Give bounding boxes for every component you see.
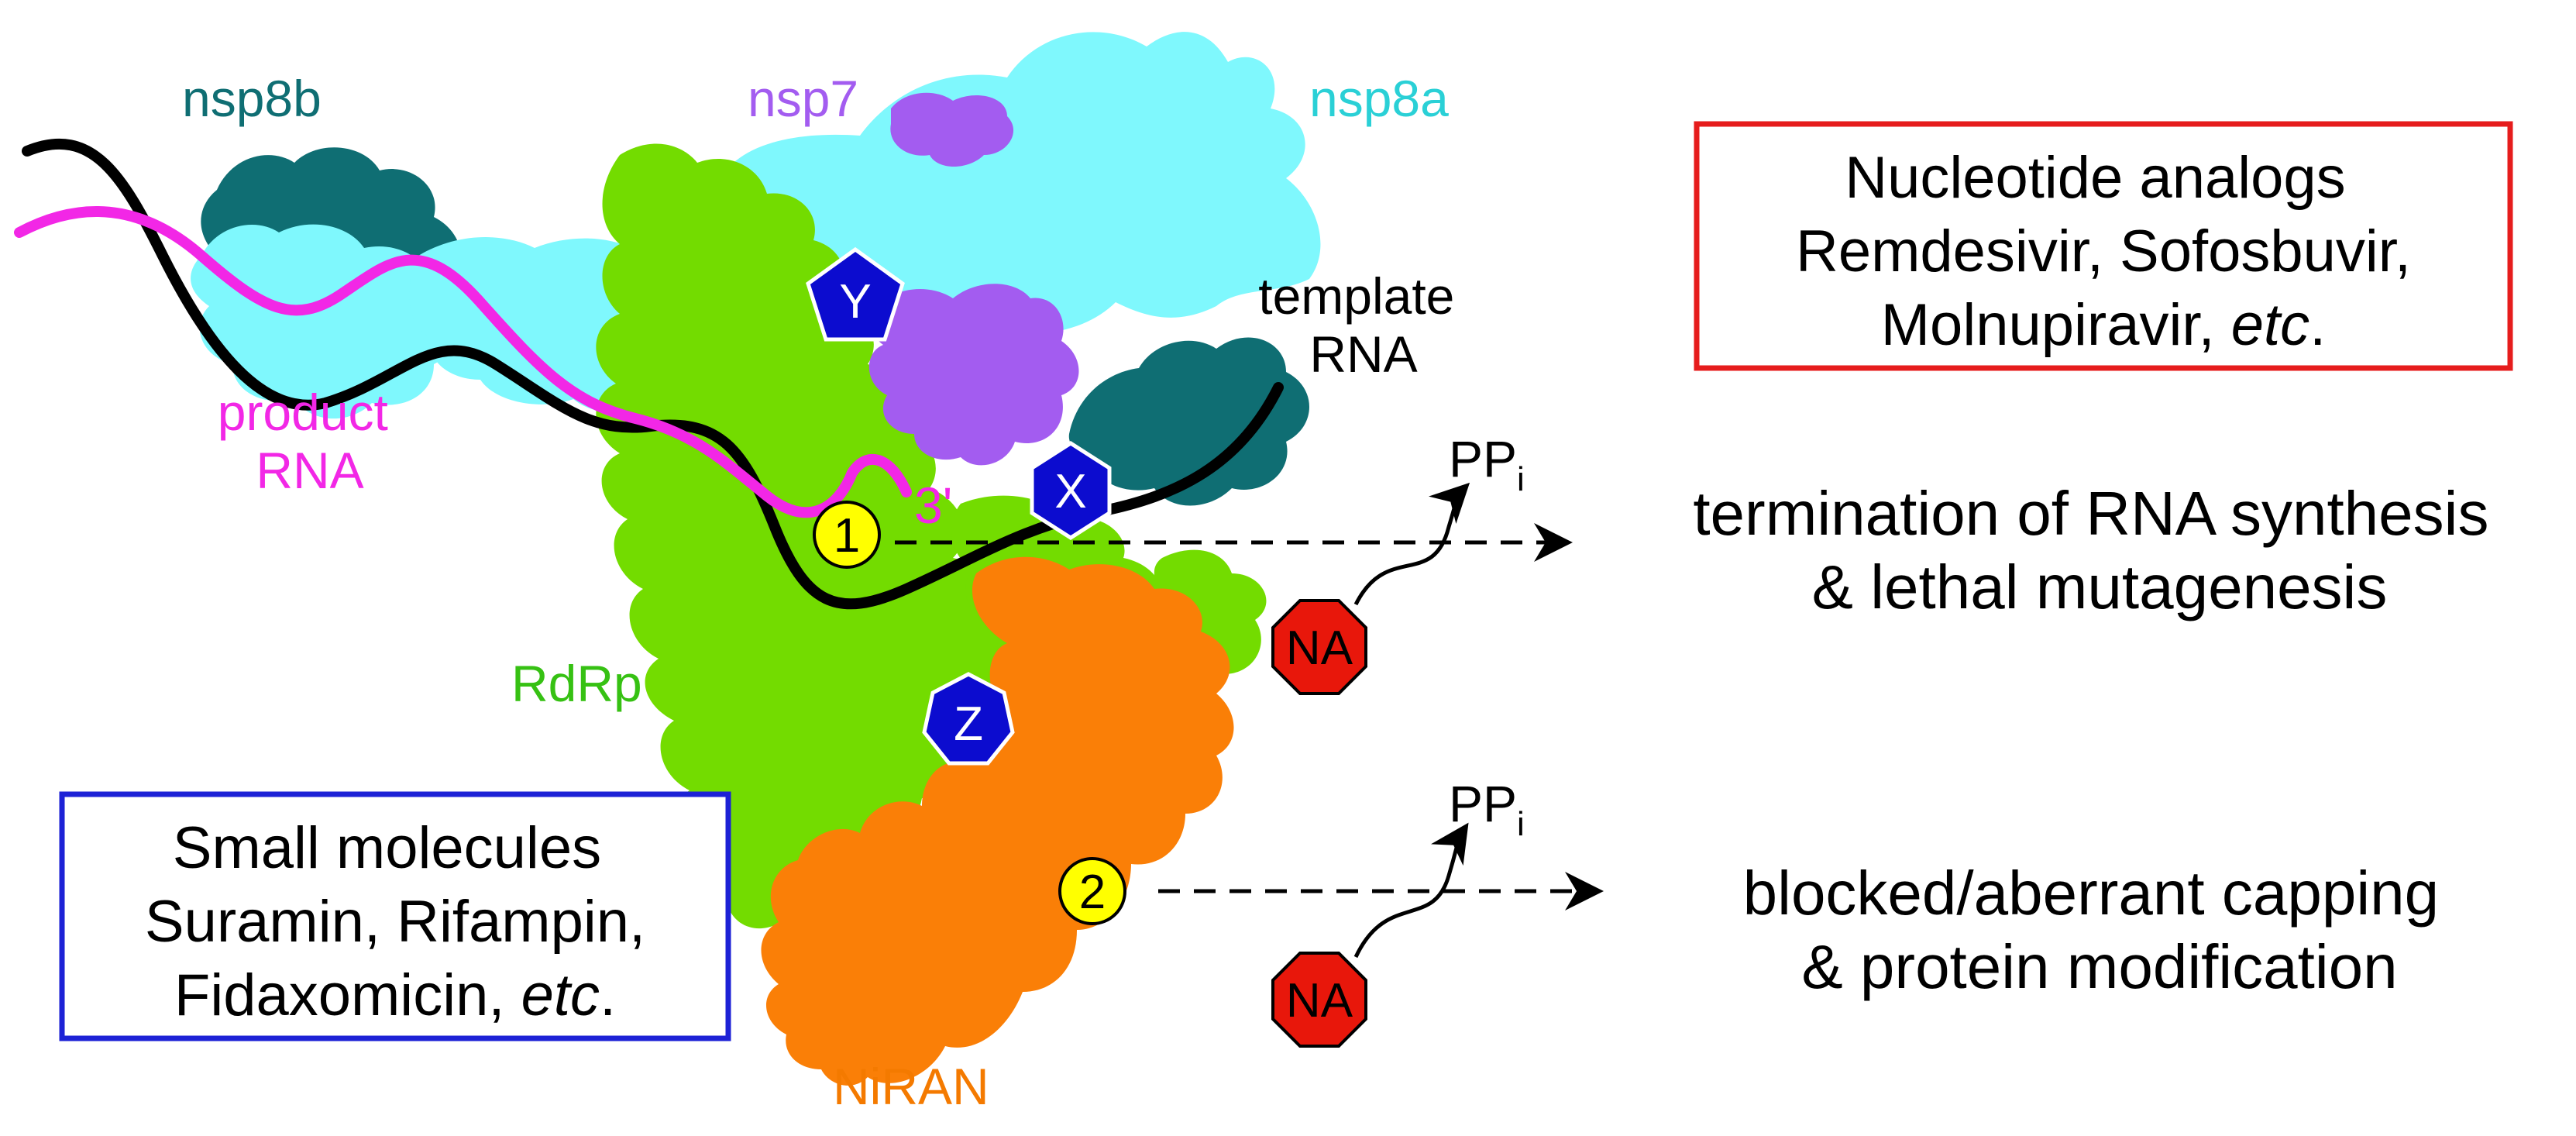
- small-molecules-box: Small molecules Suramin, Rifampin, Fidax…: [59, 791, 731, 1041]
- nsp8a-label: nsp8a: [1309, 70, 1449, 127]
- svg-text:NA: NA: [1286, 974, 1353, 1028]
- x-site-badge: X: [1030, 441, 1112, 540]
- niran-surface: [761, 556, 1234, 1086]
- rdrp-label: RdRp: [511, 655, 642, 712]
- svg-text:Molnupiravir, etc.: Molnupiravir, etc.: [1881, 292, 2326, 358]
- z-site-badge: Z: [922, 672, 1015, 766]
- nsp7-surface: [868, 284, 1079, 466]
- ppi-label-1: PPi: [1449, 430, 1525, 498]
- ppi-label-2: PPi: [1449, 775, 1525, 843]
- svg-text:Nucleotide analogs Remde: Nucleotide analogs Remdesivir, Sofosbuvi…: [1796, 145, 2411, 284]
- svg-text:X: X: [1054, 465, 1086, 518]
- site-1-marker: 1: [813, 501, 881, 569]
- niran-label: NiRAN: [833, 1058, 989, 1115]
- outcome-1-text: termination of RNA synthesis & lethal mu…: [1693, 479, 2505, 621]
- svg-text:Y: Y: [839, 275, 871, 329]
- ppi-release-curve-1: [1353, 482, 1470, 606]
- three-prime-label: 3': [914, 477, 952, 534]
- outcome-2-text: blocked/aberrant capping & protein modif…: [1743, 859, 2457, 1001]
- product-rna-strand: [14, 206, 912, 518]
- svg-text:1: 1: [834, 509, 860, 563]
- nsp8b-label: nsp8b: [182, 70, 322, 127]
- svg-text:2: 2: [1079, 866, 1106, 919]
- nsp7-label: nsp7: [748, 70, 858, 127]
- svg-text:NA: NA: [1286, 621, 1353, 675]
- svg-text:Z: Z: [954, 697, 983, 751]
- product-rna-label: product RNA: [218, 384, 402, 499]
- template-rna-label: template RNA: [1258, 267, 1468, 383]
- na-badge-2: NA: [1271, 952, 1367, 1048]
- site-2-marker: 2: [1058, 857, 1126, 925]
- nsp8b-surface-right: [1068, 337, 1309, 506]
- na-badge-1: NA: [1271, 599, 1367, 695]
- y-site-badge: Y: [806, 246, 905, 342]
- nsp7-surface-top: [890, 92, 1014, 167]
- nucleotide-analogs-box: Nucleotide analogs Remdesivir, Sofosbuvi…: [1694, 121, 2513, 371]
- ppi-release-curve-2: [1353, 822, 1469, 959]
- svg-text:Small molecules Suramin,: Small molecules Suramin, Rifampin,: [145, 815, 645, 955]
- svg-text:Fidaxomicin, etc.: Fidaxomicin, etc.: [174, 962, 616, 1028]
